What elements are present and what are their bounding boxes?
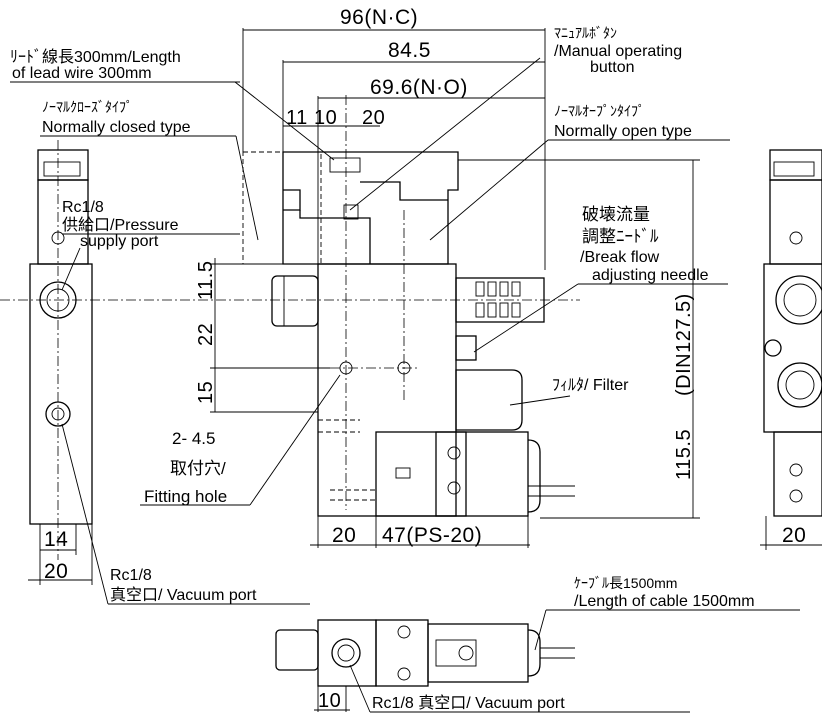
- dim-115-5: 115.5: [673, 429, 695, 480]
- label-lead-jp: ﾘｰﾄﾞ線長300mm/Length: [10, 48, 181, 66]
- label-break-2: 調整ﾆｰﾄﾞﾙ: [582, 227, 659, 246]
- dim-20-bottom: 20: [332, 524, 356, 547]
- dim-14: 14: [44, 528, 68, 551]
- label-hole-3: Fitting hole: [144, 487, 227, 506]
- label-break-4: adjusting needle: [592, 267, 709, 284]
- right-vertical-dim: [458, 159, 700, 519]
- label-nc-jp: ﾉｰﾏﾙｸﾛｰｽﾞﾀｲﾌﾟ: [42, 99, 133, 115]
- left-side-view: [28, 140, 93, 585]
- dimension-texts: 96(N·C) 84.5 69.6(N·O) 11 10 20 11.5 22 …: [44, 6, 806, 712]
- pressure-switch: [375, 431, 467, 517]
- label-lead-en: of lead wire 300mm: [12, 65, 152, 82]
- label-manual-jp: ﾏﾆｭｱﾙﾎﾞﾀﾝ: [554, 25, 617, 41]
- dim-11-5: 11.5: [195, 261, 217, 300]
- dim-20-right: 20: [782, 524, 806, 547]
- dim-20-left: 20: [44, 560, 68, 583]
- label-break-3: /Break flow: [580, 249, 660, 266]
- supply-port-left: [39, 281, 77, 319]
- label-texts: ﾘｰﾄﾞ線長300mm/Length of lead wire 300mm ﾏﾆ…: [10, 25, 755, 712]
- dim-10-bottom: 10: [318, 690, 341, 712]
- leader-lines: [10, 57, 800, 713]
- top-dimensions: [242, 28, 546, 270]
- nc-valve-hidden-outline: [242, 151, 322, 265]
- left-manifold: [29, 263, 93, 525]
- left-fitting: [271, 275, 319, 327]
- bottom-dims: [310, 516, 530, 548]
- label-cable-1: ｹｰﾌﾞﾙ長1500mm: [574, 575, 677, 591]
- manifold-body: [317, 263, 457, 517]
- dim-84-5: 84.5: [388, 39, 431, 62]
- label-no-en: Normally open type: [554, 123, 692, 140]
- label-supply-2: 供給口/Pressure: [62, 216, 179, 234]
- main-view: [0, 95, 580, 517]
- dim-11: 11: [286, 107, 308, 129]
- dim-10: 10: [314, 107, 337, 129]
- label-hole-2: 取付穴/: [170, 459, 226, 478]
- label-manual-en2: button: [590, 59, 634, 76]
- label-nc-en: Normally closed type: [42, 119, 191, 136]
- label-cable-2: /Length of cable 1500mm: [574, 593, 755, 610]
- label-filter: ﾌｨﾙﾀ/ Filter: [552, 376, 629, 394]
- label-vacuum-1: Rc1/8: [110, 567, 152, 584]
- dim-20-top: 20: [362, 107, 385, 129]
- dim-din-127-5: (DIN127.5): [673, 293, 695, 396]
- break-flow-needle: [455, 335, 477, 361]
- label-supply-3: supply port: [80, 233, 159, 250]
- bottom-view: [275, 619, 575, 712]
- left-vertical-dims: [210, 258, 330, 413]
- manual-button: [343, 204, 359, 220]
- dim-96-nc: 96(N·C): [340, 6, 418, 29]
- label-vacuum-bottom: Rc1/8 真空口/ Vacuum port: [372, 694, 565, 712]
- dim-22: 22: [195, 323, 217, 346]
- dim-15: 15: [195, 381, 217, 404]
- label-break-1: 破壊流量: [582, 205, 650, 224]
- bottom-vacuum-port: [331, 638, 361, 668]
- label-no-jp: ﾉｰﾏﾙｵｰﾌﾟﾝﾀｲﾌﾟ: [554, 103, 645, 119]
- dim-47-ps20: 47(PS-20): [382, 524, 482, 547]
- filter: [455, 369, 523, 431]
- label-vacuum-2: 真空口/ Vacuum port: [110, 586, 257, 604]
- label-hole-1: 2- 4.5: [172, 429, 215, 448]
- label-supply-1: Rc1/8: [62, 199, 104, 216]
- dim-69-6-no: 69.6(N·O): [370, 76, 468, 99]
- label-manual-en1: /Manual operating: [554, 43, 682, 60]
- lead-connector: [329, 157, 361, 173]
- bottom-left-fitting: [275, 629, 319, 671]
- right-side-view: [760, 149, 822, 550]
- left-connector: [37, 149, 89, 181]
